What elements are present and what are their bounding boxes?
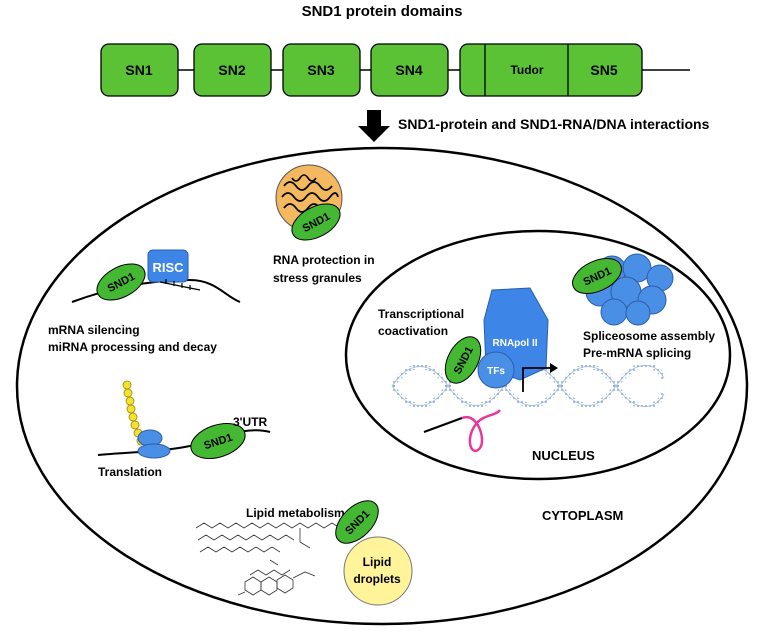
tfs-label: TFs <box>487 366 505 377</box>
lipid-droplets-line1: Lipid <box>363 555 392 569</box>
interactions-label: SND1-protein and SND1-RNA/DNA interactio… <box>398 116 710 132</box>
snd1-protein-lipid: SND1 <box>335 500 379 544</box>
utr-label: 3'UTR <box>233 415 268 429</box>
spliceosome-line1: Spliceosome assembly <box>583 329 715 343</box>
snd1-protein-risc: SND1 <box>96 263 146 301</box>
domain-sn2 <box>193 43 272 97</box>
mrna-strand-translation <box>97 429 271 456</box>
cytoplasm-cell <box>15 146 749 626</box>
domain-sn4 <box>370 43 449 97</box>
mrna-silencing-line1: mRNA silencing <box>48 323 140 337</box>
arrowhead-icon <box>550 363 558 373</box>
pre-mrna-strand <box>423 417 463 433</box>
lipid-structure-icon <box>195 522 357 596</box>
down-arrow-icon <box>358 110 390 142</box>
transcriptional-line1: Transcriptional <box>378 307 464 321</box>
domain-label-sn5: SN5 <box>590 62 617 78</box>
rnapol-label: RNApol II <box>493 338 538 349</box>
domain-label-sn1: SN1 <box>125 62 152 78</box>
translation-label: Translation <box>98 465 162 479</box>
nucleus-label: NUCLEUS <box>532 448 595 463</box>
snd1-protein-nucleus: SND1 <box>444 336 482 384</box>
transcriptional-line2: coactivation <box>378 324 448 338</box>
transcription-start-arrow <box>522 367 550 392</box>
cytoplasm-label: CYTOPLASM <box>542 508 623 523</box>
lipid-metabolism-label: Lipid metabolism <box>246 506 345 520</box>
risc-complex <box>147 249 189 283</box>
risc-label: RISC <box>152 260 184 275</box>
domain-label-sn4: SN4 <box>395 62 422 78</box>
rna-protection-line2: stress granules <box>273 271 362 285</box>
snd1-protein-translation: SND1 <box>190 422 246 460</box>
transcription-factors <box>477 351 515 389</box>
spliceosome-line2: Pre-mRNA splicing <box>583 346 691 360</box>
ribosome <box>137 429 171 459</box>
domain-tudor-sn5 <box>459 43 643 97</box>
domain-sn1 <box>100 43 179 97</box>
domain-sn3 <box>282 43 361 97</box>
mirna-ladder <box>159 279 201 291</box>
domain-label-sn3: SN3 <box>307 62 334 78</box>
diagram-title: SND1 protein domains <box>302 3 463 20</box>
lipid-droplets-line2: droplets <box>353 572 401 586</box>
lipid-droplet <box>343 536 413 606</box>
domain-label-sn2: SN2 <box>218 62 245 78</box>
rna-protection-line1: RNA protection in <box>273 253 375 267</box>
domain-label-tudor: Tudor <box>510 63 543 77</box>
snd1-protein-granule: SND1 <box>291 203 341 241</box>
pre-mrna-intron <box>461 409 502 452</box>
nucleus <box>344 229 732 481</box>
snd1-protein-spliceosome: SND1 <box>572 258 622 294</box>
domain-bar: SN1 SN2 SN3 SN4 Tudor SN5 <box>100 43 690 97</box>
mrna-silencing-line2: miRNA processing and decay <box>48 340 217 354</box>
